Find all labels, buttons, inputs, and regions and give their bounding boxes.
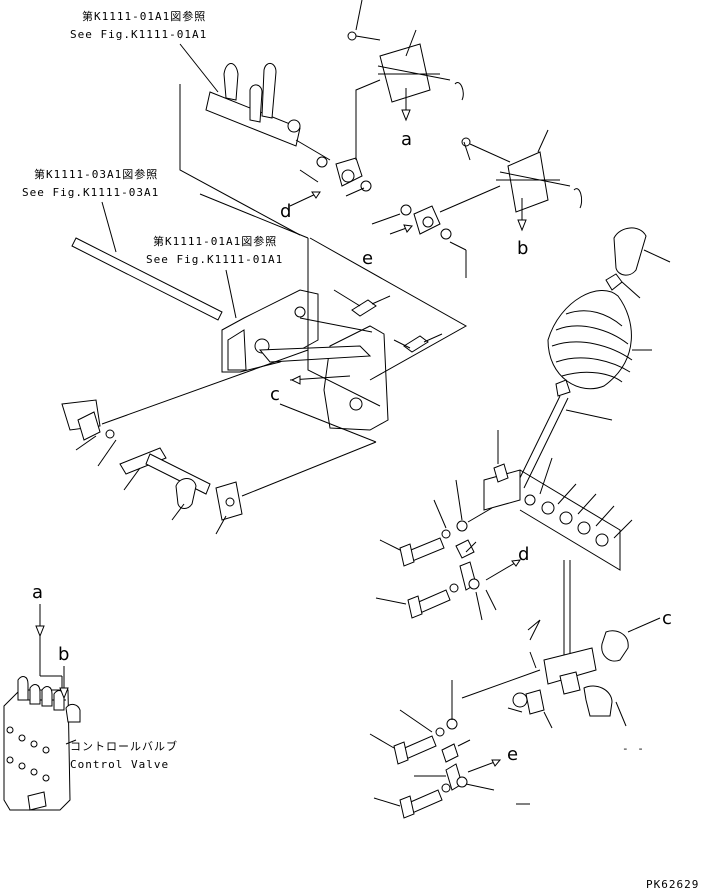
upper-bolt-stack — [375, 479, 522, 621]
ref-k1111-03a1-en: See Fig.K1111-03A1 — [22, 186, 159, 199]
ref-k1111-01a1-jp: 第K1111-01A1図参照 — [82, 9, 206, 23]
upper-linkage-arm — [179, 63, 372, 236]
letter-d-right: d — [518, 544, 529, 565]
lever-bracket-frame — [199, 193, 389, 431]
letter-b-top: b — [517, 238, 528, 259]
letter-b-left: b — [58, 644, 69, 665]
frame-bolts — [333, 289, 443, 353]
ref-k1111-03a1-jp: 第K1111-03A1図参照 — [34, 167, 158, 181]
valve-link-a — [347, 0, 464, 160]
valve-link-b — [461, 129, 583, 232]
lower-lever-pivot — [461, 560, 661, 729]
letter-e-top: e — [362, 248, 373, 269]
reference-leaders — [101, 43, 237, 319]
letter-c-right: c — [662, 608, 672, 629]
control-valve-label-en: Control Valve — [70, 758, 169, 771]
ref-k1111-01a1-b-jp: 第K1111-01A1図参照 — [153, 234, 277, 248]
dash-mark: - - — [622, 742, 645, 755]
letter-c-mid: c — [270, 384, 280, 405]
letter-e-right: e — [507, 744, 518, 765]
ref-k1111-01a1-en: See Fig.K1111-01A1 — [70, 28, 207, 41]
upper-rod-end — [371, 185, 501, 278]
lower-bolt-stack — [369, 680, 530, 819]
lever-pivot-block — [483, 430, 633, 571]
control-valve-label-jp: コントロールバルブ — [70, 739, 178, 753]
letter-a-top: a — [401, 129, 412, 150]
control-valve — [3, 604, 81, 811]
letter-d-top: d — [280, 201, 291, 222]
lever-rod — [515, 379, 613, 489]
control-lever-knob — [605, 227, 671, 299]
long-rod — [71, 237, 223, 321]
lower-left-linkage — [61, 349, 377, 535]
drawing-code: PK62629 — [646, 878, 699, 891]
lever-boot — [547, 290, 652, 390]
ref-k1111-01a1-b-en: See Fig.K1111-01A1 — [146, 253, 283, 266]
letter-a-left: a — [32, 582, 43, 603]
